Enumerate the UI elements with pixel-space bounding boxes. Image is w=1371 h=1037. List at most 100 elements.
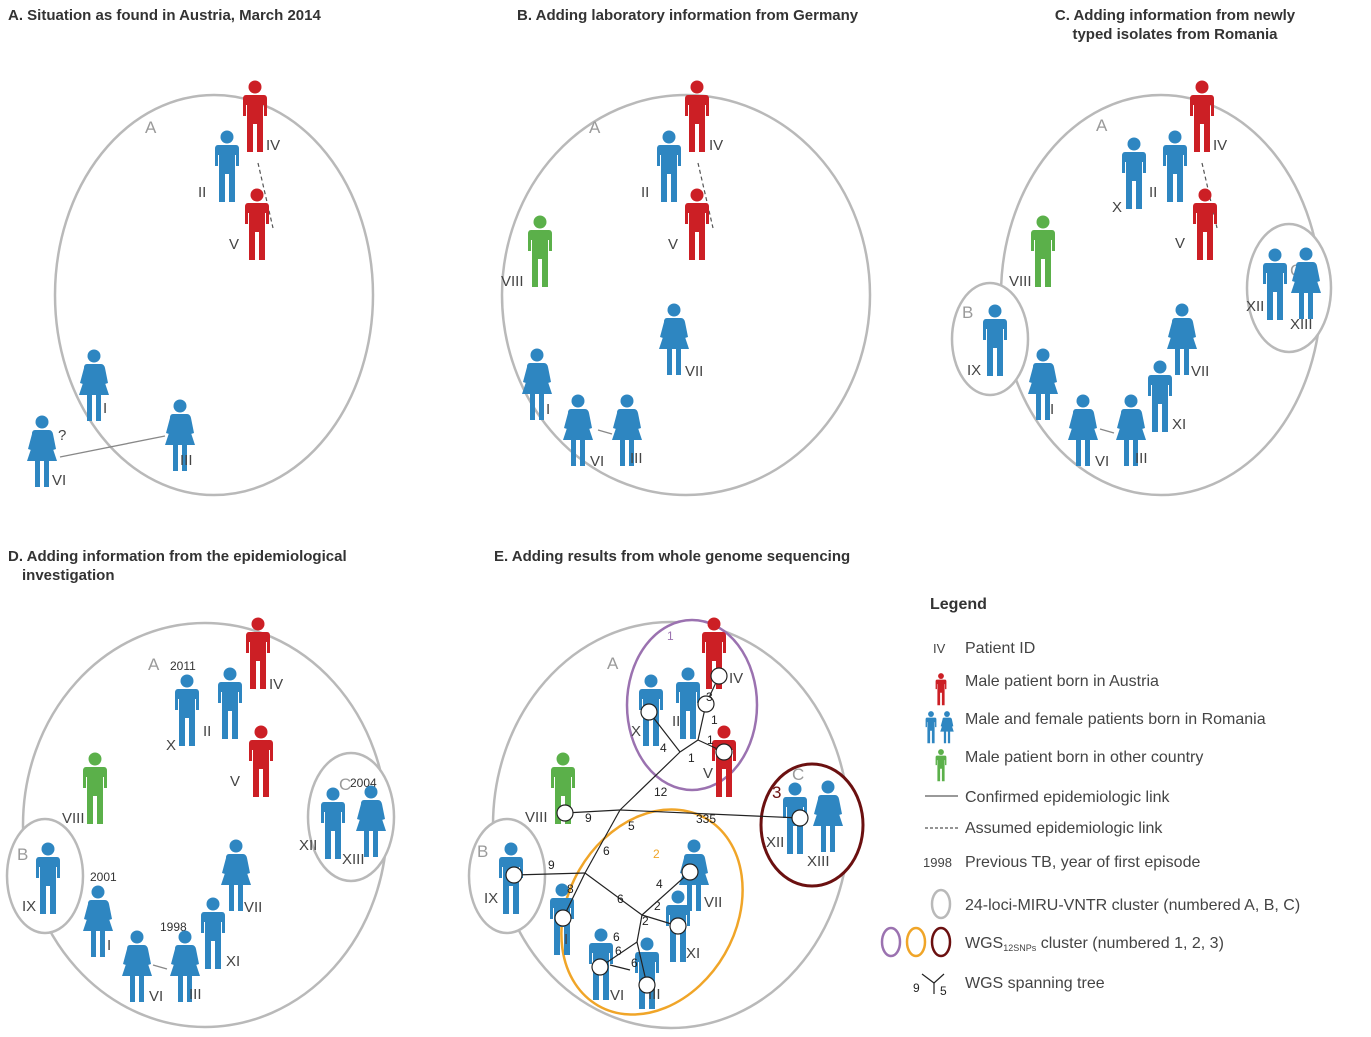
edge-weight: 1 [711,713,718,727]
cluster-b-label: B [477,842,488,861]
patient-ii-label: II [641,184,649,201]
patient-vi-label: VI [590,453,604,470]
legend-year-example: 1998 [923,855,952,870]
patient-viii-icon [1031,215,1055,287]
patient-v-icon [249,725,273,797]
patient-x-label: X [1112,199,1122,216]
patient-v-label: V [230,773,240,790]
patient-xii-label: XII [766,834,784,851]
patient-vi-icon [122,930,152,1002]
legend: Legend IV Patient ID Male patient born i… [880,596,1300,998]
patient-iii-label: III [180,452,193,469]
vntr-cluster-a-outline [53,93,375,497]
legend-wgs-suffix: cluster (numbered 1, 2, 3) [1036,935,1224,952]
patient-viii-icon [528,215,552,287]
cluster-a-label: A [1096,116,1108,135]
edge-weight: 8 [567,882,574,896]
panel-d: A B C 2004 IV 2011 X II V VIII IX XII XI… [5,617,396,1029]
legend-austria-icon [935,673,947,706]
legend-assumed: Assumed epidemiologic link [965,820,1163,837]
node-xii [791,809,809,827]
patient-i-label: I [546,401,550,418]
panel-b: A IV II V VIII VII I VI III [500,80,872,497]
patient-vi-label: VI [610,987,624,1004]
edge-weight: 9 [548,858,555,872]
patient-iv-label: IV [266,137,280,154]
cluster-b-label: B [17,845,28,864]
year-x: 2011 [170,659,196,673]
node-iii [638,976,656,994]
patient-ii-icon [1163,130,1187,202]
patient-x-icon [1122,137,1146,209]
patient-i-label: I [103,400,107,417]
patient-ix-label: IX [22,898,36,915]
patient-x-icon [175,674,199,746]
node-ix [505,866,523,884]
cluster-a-label: A [589,118,601,137]
panel-d-title-line1: D. Adding information from the epidemiol… [8,548,347,565]
edge-weight: 12 [654,785,668,799]
edge-weight: 6 [631,956,638,970]
patient-xiii-label: XIII [342,851,365,868]
patient-ii-label: II [203,723,211,740]
node-xi [669,917,687,935]
node-ii [697,695,715,713]
legend-wgs-prefix: WGS [965,935,1003,952]
panel-e-title: E. Adding results from whole genome sequ… [494,548,851,565]
patient-vi-label: VI [149,988,163,1005]
edge-weight: 2 [654,899,661,913]
patient-vii-label: VII [1191,363,1209,380]
edge-weight: 1 [688,751,695,765]
patient-viii-label: VIII [1009,273,1032,290]
year-i: 2001 [90,870,117,884]
edge-weight: 6 [615,944,622,958]
patient-iv-icon [685,80,709,152]
panel-e: A B 1 3 C 2 IV X II V VIII IX XII XIII V… [467,617,865,1030]
legend-vntr-ellipse [930,888,952,920]
legend-romania-female-icon [940,711,954,744]
confirmed-link-vi-iii [1099,428,1115,434]
node-v [715,743,733,761]
legend-wgs-sub: 12SNPs [1003,943,1037,953]
edge-weights: 1 3 4 1 1 12 335 5 9 6 9 8 6 4 2 2 6 6 6 [548,690,718,970]
node-i [554,909,572,927]
patient-i-label: I [564,931,568,948]
patient-v-label: V [1175,235,1185,252]
patient-ii-label: II [198,184,206,201]
patient-ii-label: II [1149,184,1157,201]
edge-weight: 4 [660,741,667,755]
patient-vi-label: VI [1095,453,1109,470]
panel-a-title: A. Situation as found in Austria, March … [8,7,321,24]
patient-iv-label: IV [269,676,283,693]
patient-ix-label: IX [967,362,981,379]
legend-tree-left: 9 [913,981,920,995]
patient-iv-icon [243,80,267,152]
year-vi-iii: 1998 [160,920,187,934]
legend-romania-male-icon [925,711,937,744]
patient-vi-label: VI [52,472,66,489]
patient-vii-label: VII [244,899,262,916]
patient-vii-label: VII [704,894,722,911]
patient-iii-label: III [1135,450,1148,467]
legend-other-icon [935,749,947,782]
edge-weight: 5 [628,819,635,833]
legend-title: Legend [930,596,987,613]
patient-i-label: I [1050,401,1054,418]
legend-previous-tb: Previous TB, year of first episode [965,854,1200,871]
edge-weight: 6 [613,930,620,944]
patient-xiii-label: XIII [807,853,830,870]
patient-x-label: X [166,737,176,754]
edge-weight: 1 [707,733,714,747]
legend-romania: Male and female patients born in Romania [965,711,1266,728]
legend-confirmed: Confirmed epidemiologic link [965,789,1171,806]
patient-viii-label: VIII [525,809,548,826]
patient-vi-icon [1068,394,1098,466]
patient-xii-label: XII [1246,298,1264,315]
legend-tree: WGS spanning tree [965,975,1105,992]
patient-xi-icon [1148,360,1172,432]
patient-viii-label: VIII [501,273,524,290]
edge-weight: 2 [642,914,649,928]
wgs-spanning-tree [513,675,801,986]
node-x [640,703,658,721]
